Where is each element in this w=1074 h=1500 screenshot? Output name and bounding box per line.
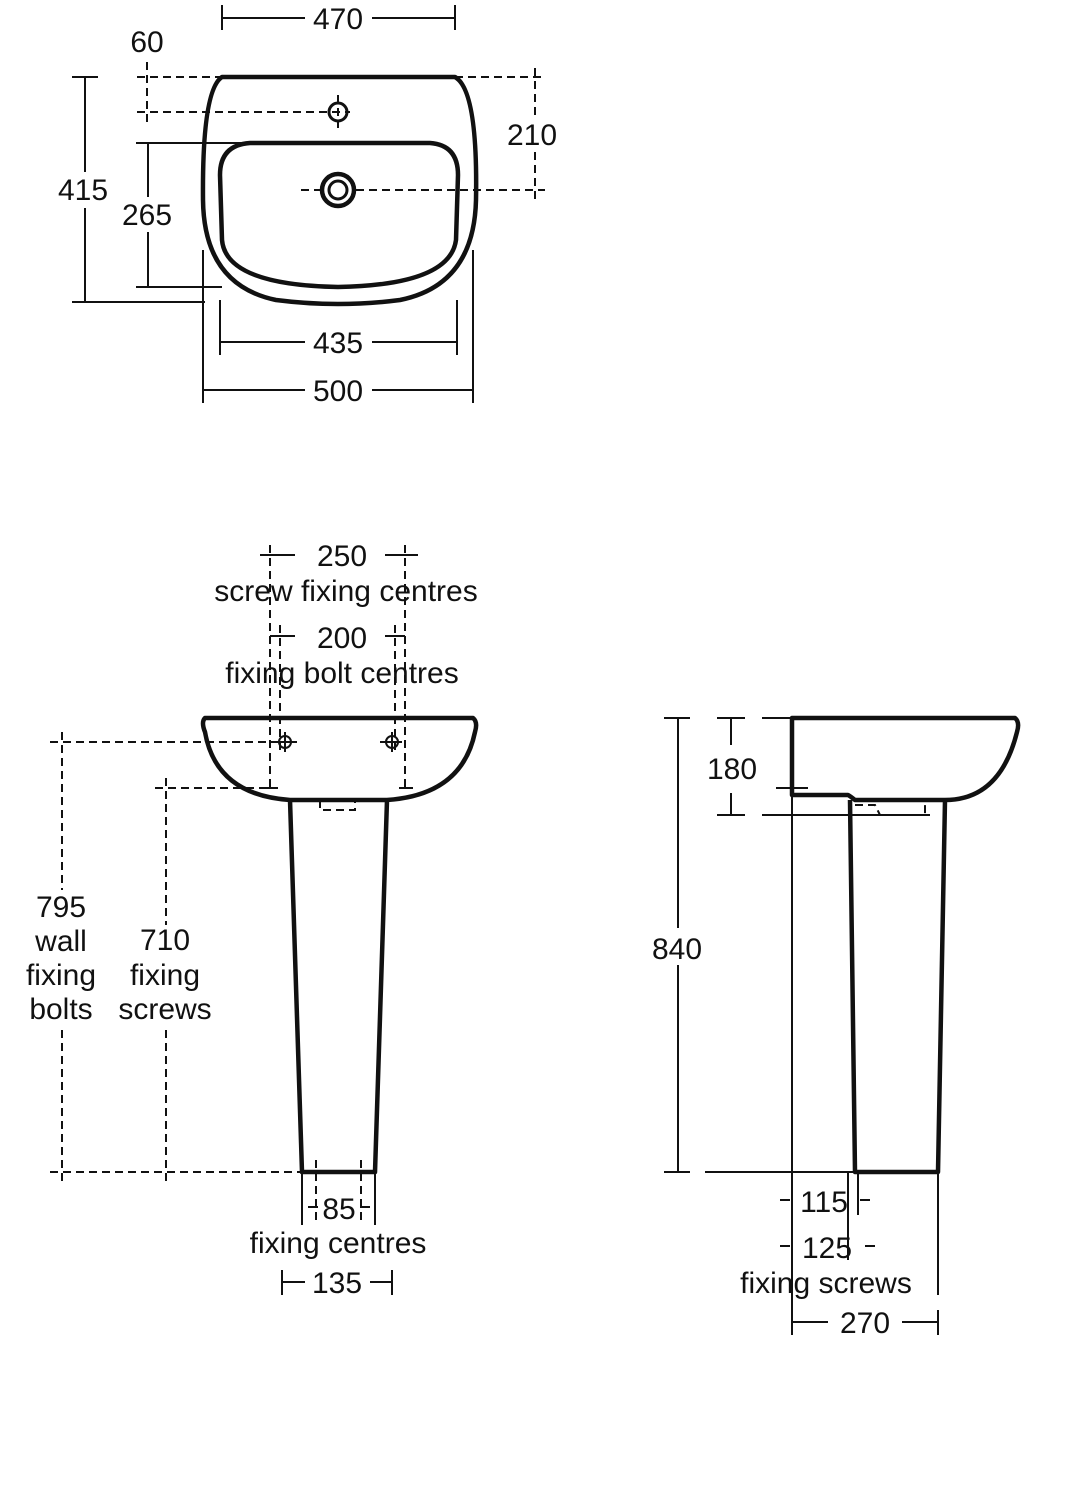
dim-415: 415: [58, 174, 108, 207]
dim-270: 270: [840, 1307, 890, 1340]
side-view: 180 840 115 125 fixing screws 270: [652, 715, 1021, 1340]
dim-840: 840: [652, 933, 702, 966]
dim-85: 85: [322, 1193, 355, 1226]
dim-125: 125: [802, 1232, 852, 1265]
dim-435: 435: [313, 327, 363, 360]
dim-250: 250: [317, 540, 367, 573]
basin-outline-side: [789, 715, 1021, 803]
dim-500: 500: [313, 375, 363, 408]
label-screw-fixing-centres: screw fixing centres: [214, 575, 477, 608]
label-screws: screws: [118, 993, 211, 1026]
label-fixing-screws: fixing screws: [740, 1267, 912, 1300]
plan-view: 470 60 415 265 210 435 500: [58, 3, 557, 408]
dim-265: 265: [122, 199, 172, 232]
pedestal-outline-front: [287, 799, 390, 1175]
dim-60: 60: [130, 26, 163, 59]
label-fixing: fixing: [26, 959, 96, 992]
fixing-bolt-icon: [380, 732, 402, 752]
label-fixing-bolt-centres: fixing bolt centres: [225, 657, 458, 690]
dim-200: 200: [317, 622, 367, 655]
basin-outline-plan: [200, 74, 479, 307]
waste-inner: [327, 179, 349, 201]
dim-710: 710: [140, 924, 190, 957]
dim-795: 795: [36, 891, 86, 924]
bowl-outline-plan: [217, 140, 461, 290]
label-fixing-centres: fixing centres: [250, 1227, 427, 1260]
label-bolts: bolts: [29, 993, 92, 1026]
label-fixing: fixing: [130, 959, 200, 992]
basin-outline-front: [200, 715, 479, 803]
dim-470: 470: [313, 3, 363, 36]
dim-115: 115: [800, 1186, 848, 1219]
label-wall: wall: [34, 925, 87, 958]
pedestal-outline-side: [847, 799, 948, 1175]
front-view: 250 screw fixing centres 200 fixing bolt…: [26, 540, 479, 1300]
dim-135: 135: [312, 1267, 362, 1300]
dim-210: 210: [507, 119, 557, 152]
dim-180: 180: [707, 753, 757, 786]
waste-outlet-icon: [319, 171, 357, 209]
